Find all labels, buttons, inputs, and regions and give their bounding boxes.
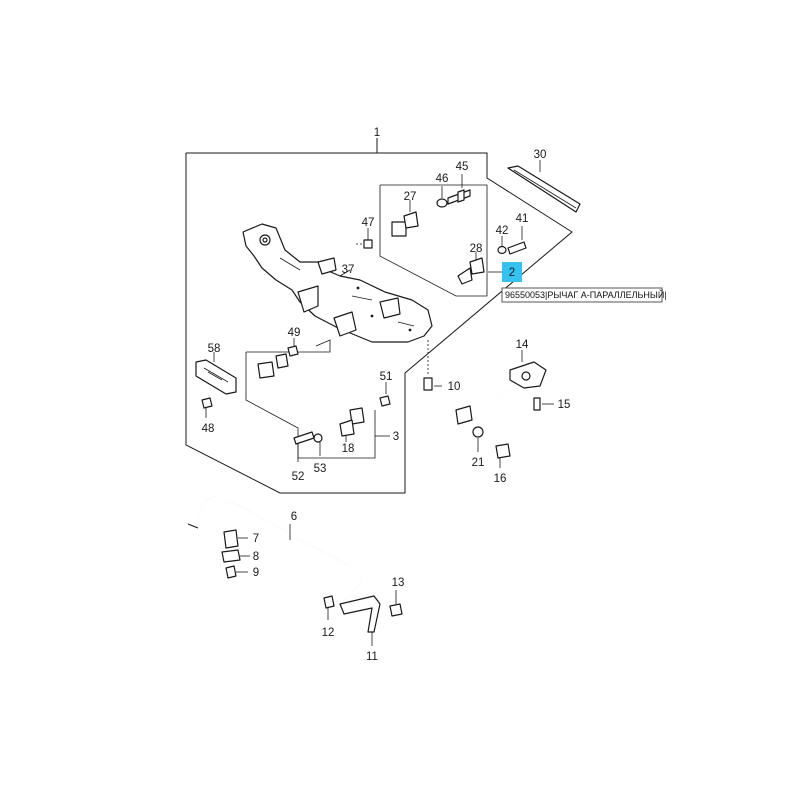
assembly-1-frame	[185, 138, 573, 494]
nut-12	[323, 595, 335, 609]
bolt-41	[507, 241, 527, 255]
callout-53[interactable]: 53	[314, 463, 327, 475]
lower-arm-3	[257, 353, 365, 425]
callout-9[interactable]: 9	[253, 567, 259, 579]
tooltip-text: 96550053|РЫЧАГ А-ПАРАЛЛЕЛЬНЫЙ|	[505, 289, 667, 300]
stabilizer-bar-6	[187, 495, 363, 601]
lower-arm-box	[245, 339, 376, 459]
callout-45[interactable]: 45	[456, 161, 469, 173]
callout-52[interactable]: 52	[292, 471, 305, 483]
callout-28[interactable]: 28	[470, 243, 483, 255]
nut-51	[379, 395, 391, 407]
callout-37[interactable]: 37	[342, 264, 355, 276]
parallel-arm-2[interactable]	[391, 221, 473, 285]
callout-46[interactable]: 46	[436, 173, 449, 185]
clamp-8	[221, 549, 241, 563]
bolt-10	[423, 340, 433, 391]
callout-30[interactable]: 30	[534, 149, 547, 161]
bolt-45	[447, 189, 471, 205]
callout-2[interactable]: 2	[509, 267, 515, 279]
lateral-link-14	[455, 361, 547, 425]
callout-14[interactable]: 14	[516, 339, 529, 351]
upper-arm-box	[379, 184, 488, 297]
washer-42	[497, 245, 507, 255]
nut-13	[389, 603, 403, 617]
rail-30	[507, 165, 581, 213]
washer-53	[313, 433, 323, 443]
callout-41[interactable]: 41	[516, 213, 529, 225]
link-11	[339, 595, 381, 633]
callout-42[interactable]: 42	[496, 225, 509, 237]
bracket-58	[195, 359, 237, 395]
bolt-52	[293, 431, 315, 445]
callout-12[interactable]: 12	[322, 627, 335, 639]
callout-2-highlight[interactable]	[502, 262, 522, 282]
callout-13[interactable]: 13	[392, 577, 405, 589]
callout-7[interactable]: 7	[253, 533, 259, 545]
callout-48[interactable]: 48	[202, 423, 215, 435]
callout-27[interactable]: 27	[404, 191, 417, 203]
callout-58[interactable]: 58	[208, 343, 221, 355]
callout-18[interactable]: 18	[342, 443, 355, 455]
callout-47[interactable]: 47	[362, 217, 375, 229]
subframe-37	[242, 223, 433, 343]
bolt-47	[356, 239, 373, 249]
bushing-27	[403, 211, 419, 229]
callout-6[interactable]: 6	[291, 511, 297, 523]
part-tooltip: 96550053|РЫЧАГ А-ПАРАЛЛЕЛЬНЫЙ|	[501, 287, 667, 303]
washer-21	[472, 426, 484, 438]
callout-49[interactable]: 49	[288, 327, 301, 339]
bushing-18	[339, 419, 355, 437]
callout-1[interactable]: 1	[374, 127, 380, 139]
nut-16	[495, 443, 511, 459]
washer-46	[436, 198, 448, 208]
bushing-7	[223, 529, 239, 549]
bushing-28	[469, 257, 485, 275]
bolt-48	[201, 397, 213, 409]
callout-16[interactable]: 16	[494, 473, 507, 485]
nut-49	[287, 345, 299, 357]
bolt-15	[533, 397, 541, 411]
callout-11[interactable]: 11	[366, 651, 378, 663]
callout-51[interactable]: 51	[380, 371, 393, 383]
callout-10[interactable]: 10	[448, 381, 461, 393]
callout-15[interactable]: 15	[558, 399, 571, 411]
bolt-9	[225, 565, 237, 579]
callout-8[interactable]: 8	[253, 551, 259, 563]
callout-3[interactable]: 3	[393, 431, 399, 443]
callout-21[interactable]: 21	[472, 457, 485, 469]
